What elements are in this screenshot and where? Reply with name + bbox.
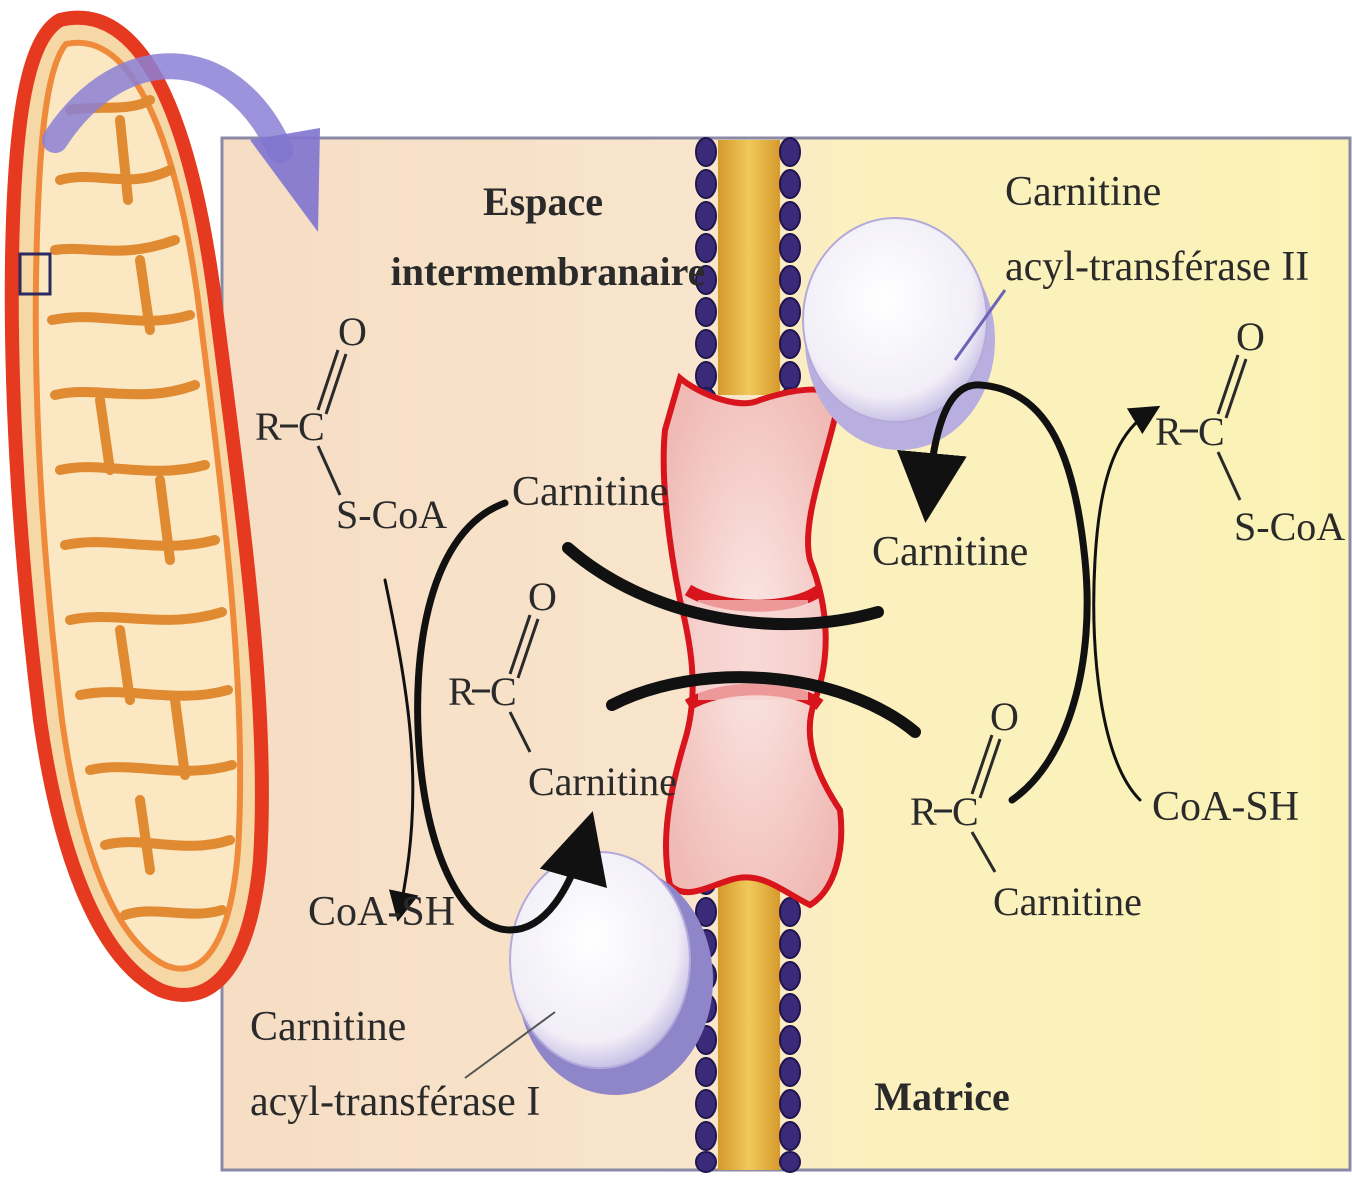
acyl-carnitine-left-r: R — [448, 669, 475, 714]
intermembrane-label-line1: Espace — [483, 179, 603, 224]
acyl-coa-right-tail: S-CoA — [1234, 504, 1345, 549]
acyl-carnitine-right-r: R — [910, 789, 937, 834]
carnitine-right-label: Carnitine — [872, 529, 1028, 575]
acyl-coa-right-o: O — [1236, 314, 1265, 359]
acyl-coa-left-r: R — [255, 404, 282, 449]
acyl-coa-left-o: O — [338, 309, 367, 354]
acyl-carnitine-left-o: O — [528, 574, 557, 619]
acyl-carnitine-right-tail: Carnitine — [993, 879, 1142, 924]
carnitine-acylcarnitine-translocase — [664, 378, 842, 905]
acyl-coa-right-r: R — [1155, 409, 1182, 454]
acyl-carnitine-left-tail: Carnitine — [528, 759, 677, 804]
acyl-carnitine-right-c: C — [952, 789, 979, 834]
inner-membrane-bottom — [696, 865, 800, 1172]
coa-sh-left-label: CoA-SH — [308, 889, 455, 935]
acyl-carnitine-right-o: O — [990, 694, 1019, 739]
acyl-coa-right-c: C — [1198, 409, 1225, 454]
intermembrane-label-line2: intermembranaire — [391, 249, 706, 294]
carnitine-left-label: Carnitine — [512, 469, 668, 515]
cat2-label-line2: acyl-transférase II — [1005, 244, 1309, 290]
acyl-carnitine-left-c: C — [490, 669, 517, 714]
acyl-coa-left-c: C — [298, 404, 325, 449]
coa-sh-right-label: CoA-SH — [1152, 784, 1299, 830]
cat1-label-line2: acyl-transférase I — [250, 1079, 540, 1125]
matrix-label: Matrice — [874, 1074, 1009, 1119]
acyl-coa-left-tail: S-CoA — [336, 492, 447, 537]
inner-membrane-top — [696, 138, 800, 412]
cat1-label-line1: Carnitine — [250, 1004, 406, 1050]
cat2-label-line1: Carnitine — [1005, 169, 1161, 215]
